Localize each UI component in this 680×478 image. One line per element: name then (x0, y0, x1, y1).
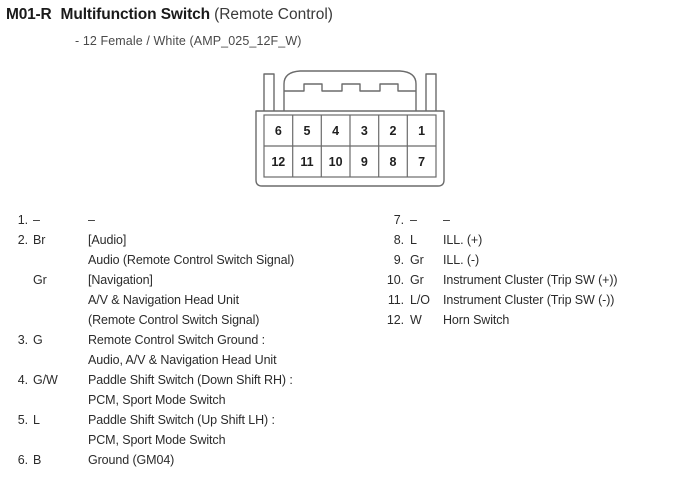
pin-number: 4. (17, 373, 28, 387)
pin-number-4: 4 (332, 124, 339, 138)
connector-svg: 6 5 4 3 2 1 12 11 10 9 8 7 (255, 70, 445, 187)
pin-wire-color: W (410, 313, 422, 327)
pin-row: Audio (Remote Control Switch Signal) (0, 250, 370, 270)
pin-description: Instrument Cluster (Trip SW (+)) (443, 273, 618, 287)
pin-number: 10. (386, 273, 404, 287)
pin-number: 3. (17, 333, 28, 347)
pin-number: 1. (17, 213, 28, 227)
pin-description: – (88, 213, 95, 227)
pin-wire-color: B (33, 453, 42, 467)
connector-left-tab (263, 73, 275, 111)
pin-number-7: 7 (418, 155, 425, 169)
pin-description: – (443, 213, 450, 227)
pin-description: [Navigation] (88, 273, 153, 287)
pin-row: A/V & Navigation Head Unit (0, 290, 370, 310)
pin-description: Horn Switch (443, 313, 510, 327)
pin-row: (Remote Control Switch Signal) (0, 310, 370, 330)
pin-number: 7. (393, 213, 404, 227)
connector-body-outline (255, 110, 445, 187)
connector-name: Multifunction Switch (60, 6, 211, 23)
pin-numbers-top-row: 6 5 4 3 2 1 (275, 124, 425, 138)
pin-number-6: 6 (275, 124, 282, 138)
pin-wire-color: L (410, 233, 417, 247)
pin-description: PCM, Sport Mode Switch (88, 393, 226, 407)
pin-wire-color: Br (33, 233, 46, 247)
pin-row: PCM, Sport Mode Switch (0, 430, 370, 450)
pin-number-11: 11 (300, 155, 313, 169)
pin-row: 2. Br [Audio] (0, 230, 370, 250)
pin-row: 6. B Ground (GM04) (0, 450, 370, 470)
pin-wire-color: – (410, 213, 417, 227)
pin-row: 8. L ILL. (+) (372, 230, 680, 250)
pin-row: 1.–– (0, 210, 370, 230)
pin-number: 11. (387, 293, 404, 307)
connector-latch-dome (283, 70, 417, 111)
pin-description: A/V & Navigation Head Unit (88, 293, 239, 307)
pin-wire-color: G/W (33, 373, 58, 387)
pin-row: 12. W Horn Switch (372, 310, 680, 330)
pin-number-1: 1 (418, 124, 425, 138)
page-title: M01-R Multifunction Switch(Remote Control… (6, 6, 333, 24)
pin-number-3: 3 (361, 124, 368, 138)
pin-row: Audio, A/V & Navigation Head Unit (0, 350, 370, 370)
pin-number: 9. (393, 253, 404, 267)
connector-right-tab (425, 73, 437, 111)
pin-grid (263, 114, 437, 178)
pin-row: 11. L/O Instrument Cluster (Trip SW (-)) (372, 290, 680, 310)
pin-description: ILL. (-) (443, 253, 480, 267)
pin-description: Instrument Cluster (Trip SW (-)) (443, 293, 615, 307)
pin-wire-color: G (33, 333, 43, 347)
connector-qualifier: (Remote Control) (214, 6, 333, 23)
connector-code: M01-R (6, 6, 52, 23)
pin-row: 9. Gr ILL. (-) (372, 250, 680, 270)
pin-description: PCM, Sport Mode Switch (88, 433, 226, 447)
pin-numbers-bottom-row: 12 11 10 9 8 7 (271, 155, 425, 169)
pin-description: Remote Control Switch Ground : (88, 333, 265, 347)
pin-row: 4. G/W Paddle Shift Switch (Down Shift RH)… (0, 370, 370, 390)
pin-number-8: 8 (390, 155, 397, 169)
pin-wire-color: L/O (410, 293, 430, 307)
pin-number-12: 12 (271, 155, 285, 169)
pin-number: 12. (386, 313, 404, 327)
pin-description: Ground (GM04) (88, 453, 175, 467)
connector-diagram: 6 5 4 3 2 1 12 11 10 9 8 7 (248, 62, 452, 188)
pin-description: Paddle Shift Switch (Down Shift RH) : (88, 373, 293, 387)
pin-number-5: 5 (304, 124, 311, 138)
pin-number: 5. (17, 413, 28, 427)
pin-wire-color: Gr (410, 273, 424, 287)
pin-row: 3. G Remote Control Switch Ground : (0, 330, 370, 350)
pin-row: 7.–– (372, 210, 680, 230)
connector-latch-notches (284, 83, 416, 92)
pin-description: (Remote Control Switch Signal) (88, 313, 260, 327)
pin-row: 5. L Paddle Shift Switch (Up Shift LH) : (0, 410, 370, 430)
pin-row: 10. Gr Instrument Cluster (Trip SW (+)) (372, 270, 680, 290)
pin-wire-color: – (33, 213, 40, 227)
pin-row: PCM, Sport Mode Switch (0, 390, 370, 410)
pin-number: 8. (393, 233, 404, 247)
pin-number: 6. (17, 453, 28, 467)
pin-number: 2. (17, 233, 28, 247)
pin-number-10: 10 (329, 155, 343, 169)
pin-number-9: 9 (361, 155, 368, 169)
pin-number-2: 2 (390, 124, 397, 138)
pin-row: Gr [Navigation] (0, 270, 370, 290)
pin-description: Paddle Shift Switch (Up Shift LH) : (88, 413, 275, 427)
pin-description: Audio (Remote Control Switch Signal) (88, 253, 295, 267)
pin-list-left: 1.––2.Br[Audio]Audio (Remote Control Swi… (0, 210, 370, 470)
pin-description: ILL. (+) (443, 233, 483, 247)
pin-wire-color: L (33, 413, 40, 427)
pin-description: [Audio] (88, 233, 127, 247)
pin-description: Audio, A/V & Navigation Head Unit (88, 353, 277, 367)
pin-wire-color: Gr (410, 253, 424, 267)
connector-subtitle: - 12 Female / White (AMP_025_12F_W) (75, 34, 302, 48)
pin-wire-color: Gr (33, 273, 47, 287)
